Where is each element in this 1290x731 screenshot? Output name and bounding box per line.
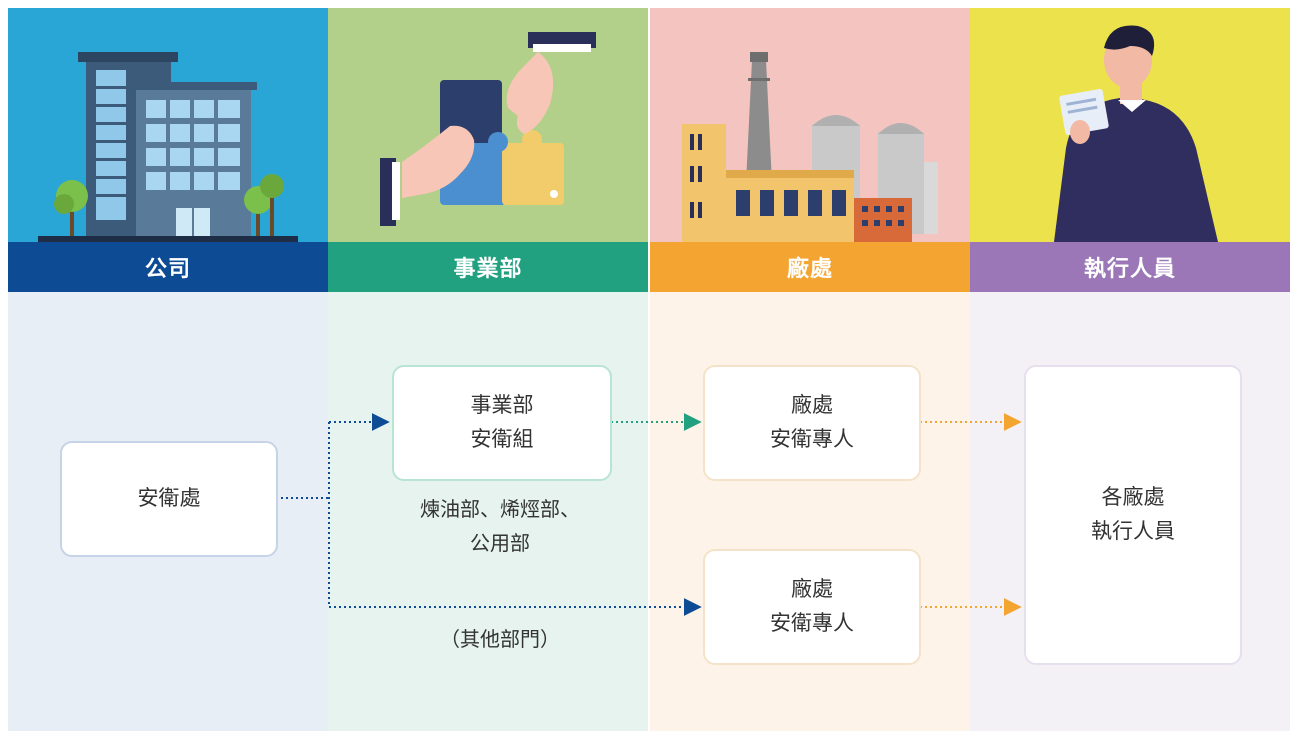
- header-company: 公司: [8, 242, 328, 292]
- businessman-illustration: [970, 8, 1290, 242]
- plant-safety-officer-box-2: 廠處 安衛專人: [703, 549, 921, 665]
- other-departments-note: （其他部門）: [440, 627, 560, 651]
- divisions-note-line-1: 煉油部、烯烴部、: [420, 497, 580, 521]
- factory-illustration: [650, 8, 970, 242]
- column-division: 事業部: [328, 8, 648, 731]
- office-building-illustration: [8, 8, 328, 242]
- puzzle-hands-illustration: [328, 8, 648, 242]
- header-division: 事業部: [328, 242, 648, 292]
- header-staff: 執行人員: [970, 242, 1290, 292]
- division-group-line-1: 事業部: [470, 393, 534, 418]
- plant-staff-line-2: 執行人員: [1091, 519, 1175, 543]
- safety-office-box: 安衛處: [60, 441, 278, 557]
- safety-office-label: 安衛處: [137, 486, 201, 511]
- column-company: 公司: [8, 8, 328, 731]
- plant-staff-line-1: 各廠處: [1101, 485, 1165, 510]
- division-group-line-2: 安衛組: [470, 427, 534, 451]
- divisions-note-line-2: 公用部: [470, 531, 530, 555]
- division-safety-group-box: 事業部 安衛組: [392, 365, 612, 481]
- plant-officer-2-line-2: 安衛專人: [770, 611, 854, 635]
- divisions-note: 煉油部、烯烴部、 公用部: [370, 492, 630, 560]
- plant-officer-1-line-1: 廠處: [791, 393, 833, 418]
- plant-safety-officer-box-1: 廠處 安衛專人: [703, 365, 921, 481]
- column-plant-area: [650, 292, 970, 731]
- plant-officer-1-line-2: 安衛專人: [770, 427, 854, 451]
- header-plant: 廠處: [650, 242, 970, 292]
- plant-staff-box: 各廠處 執行人員: [1024, 365, 1242, 665]
- plant-officer-2-line-1: 廠處: [791, 577, 833, 602]
